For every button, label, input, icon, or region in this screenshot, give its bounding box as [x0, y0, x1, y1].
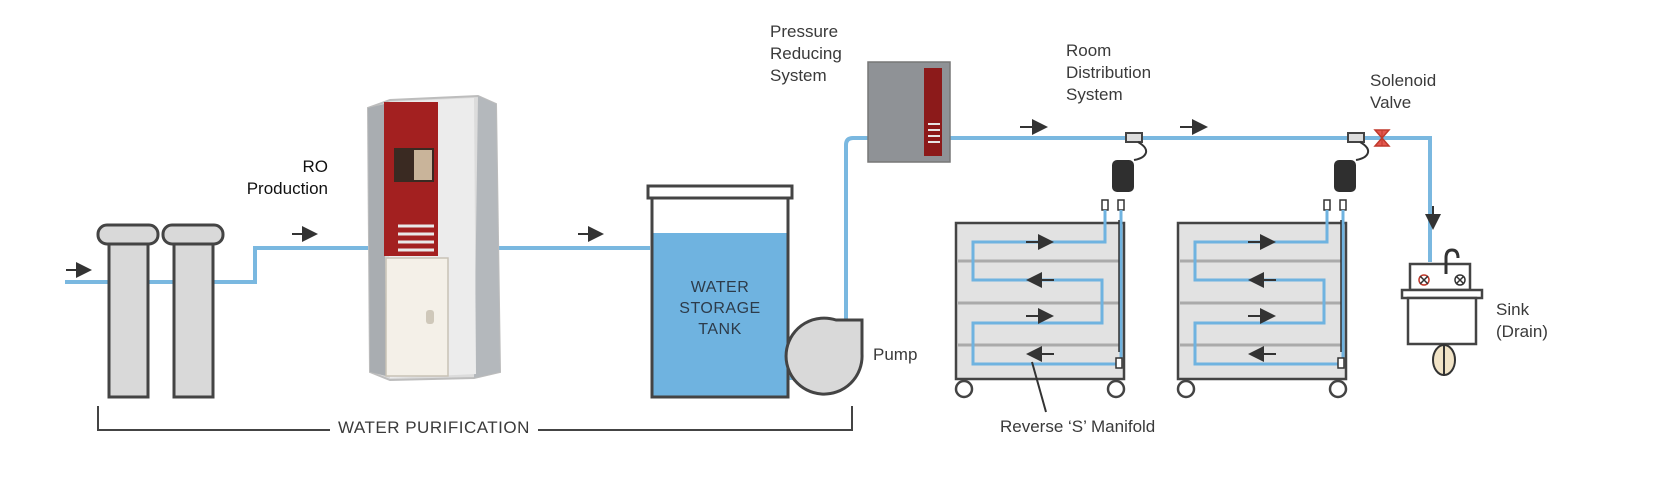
pump-label: Pump: [873, 345, 918, 364]
pressure-reducing-label: Pressure Reducing System: [770, 21, 842, 87]
solenoid-valve-label-line: Solenoid: [1370, 71, 1437, 90]
room-distribution-unit-1: [1101, 132, 1148, 211]
pump: [784, 316, 864, 396]
sink-label-line: (Drain): [1496, 322, 1548, 341]
manifold-pointer: [1031, 361, 1047, 413]
pre-filter-left: [96, 223, 160, 399]
pressure-reducing-label-line: Pressure: [770, 22, 839, 41]
manifold-rack-2: [1176, 210, 1348, 399]
room-distribution-label-line: Room: [1066, 41, 1112, 60]
ro-label-line: RO: [302, 157, 329, 176]
faucet-handle-icon: [1454, 274, 1466, 286]
room-distribution-label-line: System: [1066, 85, 1123, 104]
sink: [1400, 248, 1484, 376]
pre-filter-right: [161, 223, 225, 399]
pressure-reducing-label-line: System: [770, 66, 827, 85]
solenoid-valve-label: Solenoid Valve: [1370, 70, 1436, 114]
manifold-rack-1: [954, 210, 1126, 399]
ro-label-line: Production: [246, 179, 328, 198]
room-distribution-label-line: Distribution: [1066, 63, 1152, 82]
pressure-reducing-system: [867, 61, 951, 163]
sink-label-line: Sink: [1496, 300, 1530, 319]
solenoid-valve-label-line: Valve: [1370, 93, 1412, 112]
water-storage-tank: [646, 184, 794, 399]
pipe-network: [65, 136, 1432, 380]
ro-label: RO Production: [238, 156, 328, 200]
solenoid-valve: [1373, 129, 1391, 147]
manifold-label: Reverse ‘S’ Manifold: [1000, 417, 1156, 436]
room-distribution-unit-2: [1323, 132, 1370, 211]
inlet-pipe: [65, 246, 370, 284]
flow-arrows: [66, 119, 1441, 278]
tank-label: WATER STORAGE TANK: [652, 277, 788, 340]
tank-label-line: WATER: [690, 279, 750, 296]
sink-label: Sink (Drain): [1496, 299, 1548, 343]
pressure-reducing-label-line: Reducing: [770, 44, 842, 63]
pump-riser-pipe: [844, 136, 1432, 320]
faucet-handle-icon: [1418, 274, 1430, 286]
room-distribution-label: Room Distribution System: [1066, 40, 1151, 106]
tank-label-line: TANK: [698, 321, 742, 338]
water-purification-label: WATER PURIFICATION: [330, 418, 538, 438]
tank-label-line: STORAGE: [679, 300, 761, 317]
ro-production-unit: [366, 94, 502, 382]
